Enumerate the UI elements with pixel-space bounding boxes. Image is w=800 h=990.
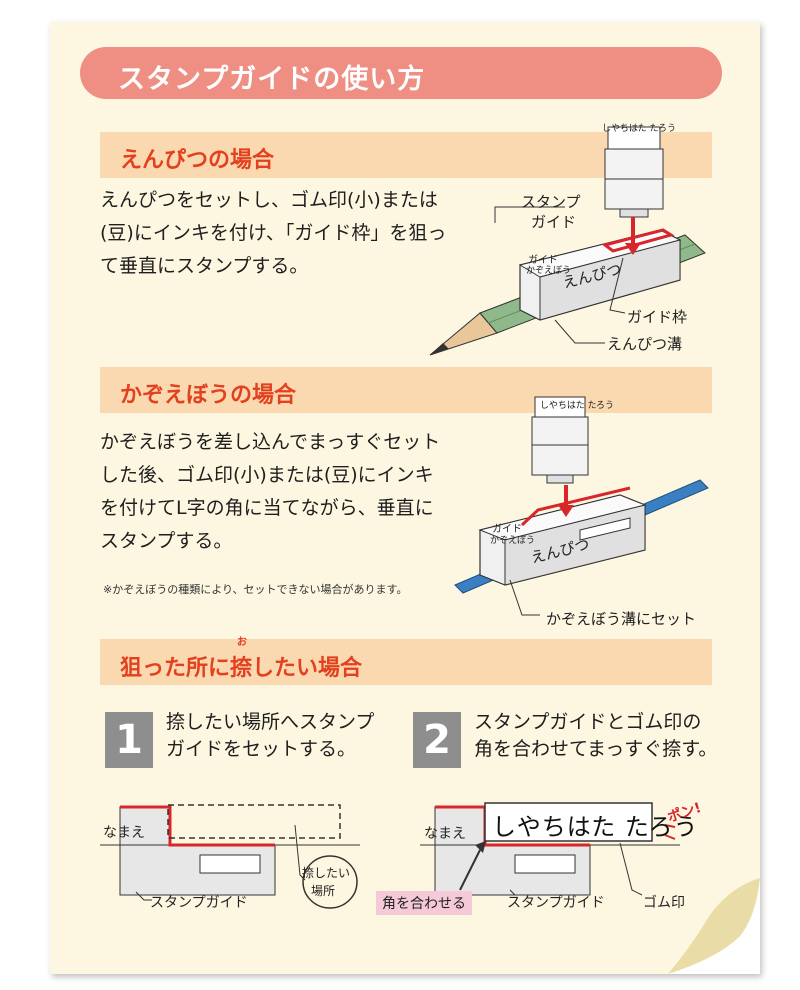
stick-device-label-guide: ガイド <box>492 524 522 535</box>
page-curl <box>668 878 760 974</box>
stick-body-line: かぞえぼうを差し込んでまっすぐセット <box>100 431 441 453</box>
fig2-stamp-label: ゴム印 <box>643 895 685 911</box>
stick-body-line: スタンプする。 <box>100 530 233 552</box>
fig2-stamp-text: しやちはた たろう <box>492 813 699 841</box>
step-1-line: 捺したい場所へスタンプ <box>166 711 375 733</box>
device-label-guide: ガイド <box>528 255 558 266</box>
label-stamp: スタンプ <box>521 193 581 211</box>
section-header-stick <box>100 367 712 413</box>
stick-stamp-text: しやちはた たろう <box>540 401 615 411</box>
stick-illustration <box>454 396 709 616</box>
step-2-text: スタンプガイドとゴム印の 角を合わせてまっすぐ捺す。 <box>474 709 717 763</box>
step-2-line: スタンプガイドとゴム印の <box>474 711 702 733</box>
step-2-number: 2 <box>413 712 461 768</box>
step-1-line: ガイドをセットする。 <box>166 738 357 760</box>
stick-body-line: した後、ゴム印(小)または(豆)にインキ <box>100 464 434 486</box>
step-2-line: 角を合わせてまっすぐ捺す。 <box>474 738 718 760</box>
section-title-stick: かぞえぼうの場合 <box>120 383 297 408</box>
fig2-guide-label: スタンプガイド <box>507 895 605 911</box>
fig1-guide-label: スタンプガイド <box>150 895 248 911</box>
pencil-body-line: (豆)にインキを付け、「ガイド枠」を狙っ <box>100 222 447 244</box>
device-label-stick: かぞえぼう <box>526 266 572 276</box>
pencil-body: えんぴつをセットし、ゴム印(小)または (豆)にインキを付け、「ガイド枠」を狙っ… <box>100 184 446 283</box>
step-1-text: 捺したい場所へスタンプ ガイドをセットする。 <box>166 709 374 763</box>
fig1-place-1: 捺したい <box>302 866 351 880</box>
label-stick-groove: かぞえぼう溝にセット <box>546 610 697 628</box>
title-bar <box>80 47 722 99</box>
figure-2 <box>420 802 680 896</box>
label-guide-frame: ガイド枠 <box>627 308 688 326</box>
step-1-number: 1 <box>105 712 153 768</box>
stick-body-line: を付けてL字の角に当てながら、垂直に <box>100 497 434 519</box>
fig2-name-label: なまえ <box>424 826 466 842</box>
pencil-stamp-text: しやちはた たろう <box>602 124 677 134</box>
pencil-illustration <box>429 126 706 356</box>
fig1-name-label: なまえ <box>103 825 145 841</box>
title-part-a: 狙った所に <box>120 656 231 681</box>
pencil-body-line: て垂直にスタンプする。 <box>100 255 309 277</box>
fig1-place-2: 場所 <box>311 884 336 898</box>
stick-device-label-stick: かぞえぼう <box>490 536 536 546</box>
fig2-align-label: 角を合わせる <box>376 891 472 915</box>
section-title-target: 狙った所に捺したい場合 <box>120 650 362 682</box>
ruby-o: お <box>237 637 247 648</box>
label-guide: ガイド <box>531 213 577 231</box>
section-header-target <box>100 639 712 685</box>
title-part-c: したい場合 <box>252 656 363 681</box>
pencil-body-line: えんぴつをセットし、ゴム印(小)または <box>100 189 438 211</box>
title-part-b: 捺 <box>230 656 253 681</box>
stick-note: ※かぞえぼうの種類により、セットできない場合があります。 <box>103 583 408 596</box>
section-title-pencil: えんぴつの場合 <box>120 148 275 173</box>
page-title: スタンプガイドの使い方 <box>118 64 426 95</box>
figure-1 <box>100 804 360 909</box>
stick-body: かぞえぼうを差し込んでまっすぐセット した後、ゴム印(小)または(豆)にインキ … <box>100 426 440 558</box>
label-pencil-groove: えんぴつ溝 <box>607 335 683 353</box>
